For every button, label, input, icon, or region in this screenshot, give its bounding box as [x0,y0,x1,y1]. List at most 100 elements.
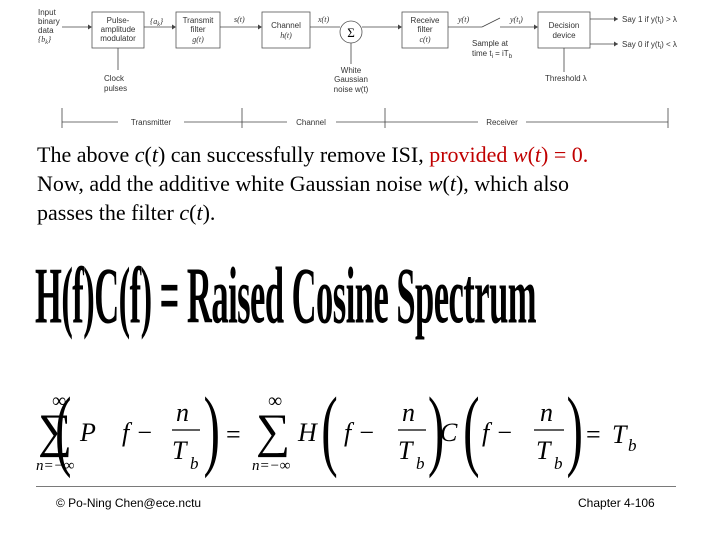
function-H: H [297,418,318,447]
paren-close-1: ) [204,385,220,479]
input-label-line1: Input [38,8,57,17]
text-run: Now, add the additive white Gaussian noi… [37,171,428,196]
paren-open-3: ( [463,385,479,479]
subscript-b-1: b [190,454,199,473]
subscript-b-2: b [416,454,425,473]
text-run: ( [144,142,152,167]
text-run: ( [189,200,197,225]
text-run: t [151,142,158,167]
arrowhead [534,24,538,30]
function-C: C [440,418,458,447]
footer-divider [36,486,676,487]
footer-page-number: Chapter 4-106 [578,496,655,510]
text-run: ), which also [455,171,569,196]
arrowhead [172,24,176,30]
sigma-symbol: Σ [347,25,355,40]
section-receiver: Receiver [486,118,518,127]
f-minus-3: f − [482,418,513,447]
body-paragraph: The above c(t) can successfully remove I… [37,140,697,227]
transmit-filter-block [175,11,221,49]
numerator-n-2: n [402,398,415,427]
text-run: ). [202,200,216,225]
paren-open-2: ( [321,385,337,479]
rx-label-1: Receive [411,16,440,25]
sum1-upper-inf: ∞ [52,390,66,412]
pam-label-1: Pulse- [107,16,130,25]
sum1-lower: n=−∞ [36,458,75,474]
denominator-T-1: T [172,436,188,465]
section-channel: Channel [296,118,326,127]
text-run: c [134,142,145,167]
formula-equation: ∞ ∑ n=−∞ P ( f − n T b ) = ∞ ∑ n=−∞ H ( … [36,385,637,479]
rx-label-2: filter [417,25,432,34]
text-run: The above [37,142,135,167]
subscript-b-3: b [554,454,563,473]
arrowhead [614,16,618,22]
threshold-label: Threshold λ [545,74,587,83]
section-transmitter: Transmitter [131,118,171,127]
input-label-line2: binary [38,17,60,26]
rhs-subscript-b: b [628,436,637,455]
text-run: t [196,200,203,225]
arrowhead [614,41,618,47]
arrowhead [88,24,92,30]
raised-cosine-heading: H(f)C(f) = Raised Cosine Spectrum [35,251,537,340]
arrowhead [258,24,262,30]
label-y-t: y(t) [457,15,469,24]
numerator-n-3: n [540,398,553,427]
text-run: t [449,171,456,196]
noise-label-1: White [341,66,362,75]
equals-2: = [586,420,601,449]
paren-close-2: ) [428,385,444,479]
receive-filter-block [401,11,449,49]
sum2-upper-inf: ∞ [268,390,282,412]
label-s-t: s(t) [234,15,245,24]
tx-label-2: filter [190,25,205,34]
channel-label: Channel [271,21,301,30]
tx-label-1: Transmit [183,16,215,25]
block-diagram: Input binary data {bk} Pulse- amplitude … [38,8,677,128]
decision-label-1: Decision [549,21,580,30]
label-a-k: {ak} [150,17,164,28]
sampler-switch [481,17,501,28]
output-say-0: Say 0 if y(ti) < λ [622,40,677,51]
rhs-T: T [612,420,628,449]
paren-close-3: ) [567,385,583,479]
sum1-symbol: ∑ [38,405,72,458]
pam-label-3: modulator [100,34,136,43]
channel-label-ht: h(t) [280,31,292,40]
noise-label-3: noise w(t) [334,85,369,94]
clock-label-1: Clock [104,74,125,83]
output-say-1: Say 1 if y(ti) > λ [622,15,677,26]
arrowhead [398,24,402,30]
text-run: passes the filter [37,200,180,225]
decision-label-2: device [552,31,576,40]
sum2-lower: n=−∞ [252,458,291,474]
sample-label-1: Sample at [472,39,509,48]
tx-label-gt: g(t) [192,35,204,44]
clock-label-2: pulses [104,84,127,93]
footer-copyright: © Po-Ning Chen@ece.nctu [56,496,202,510]
equals-1: = [226,420,241,449]
denominator-T-2: T [398,436,414,465]
text-run: ) can successfully remove ISI, [157,142,430,167]
paren-open-1: ( [55,385,71,479]
denominator-T-3: T [536,436,552,465]
decision-device-block [537,11,591,49]
sample-label-2: time ti = iTb [472,49,513,60]
text-run: c [179,200,190,225]
channel-block [261,11,311,49]
rx-label-ct: c(t) [419,35,430,44]
pam-label-2: amplitude [101,25,136,34]
label-y-ti: y(ti) [509,15,523,26]
input-label-seq: {bk} [38,35,52,46]
label-x-t: x(t) [317,15,329,24]
noise-label-2: Gaussian [334,75,368,84]
provided-condition: provided w(t) = 0. [429,142,589,167]
text-run: ( [442,171,450,196]
f-minus-1: f − [122,418,153,447]
sum2-symbol: ∑ [256,405,290,458]
text-run: w [427,171,443,196]
function-P: P [79,418,96,447]
numerator-n-1: n [176,398,189,427]
